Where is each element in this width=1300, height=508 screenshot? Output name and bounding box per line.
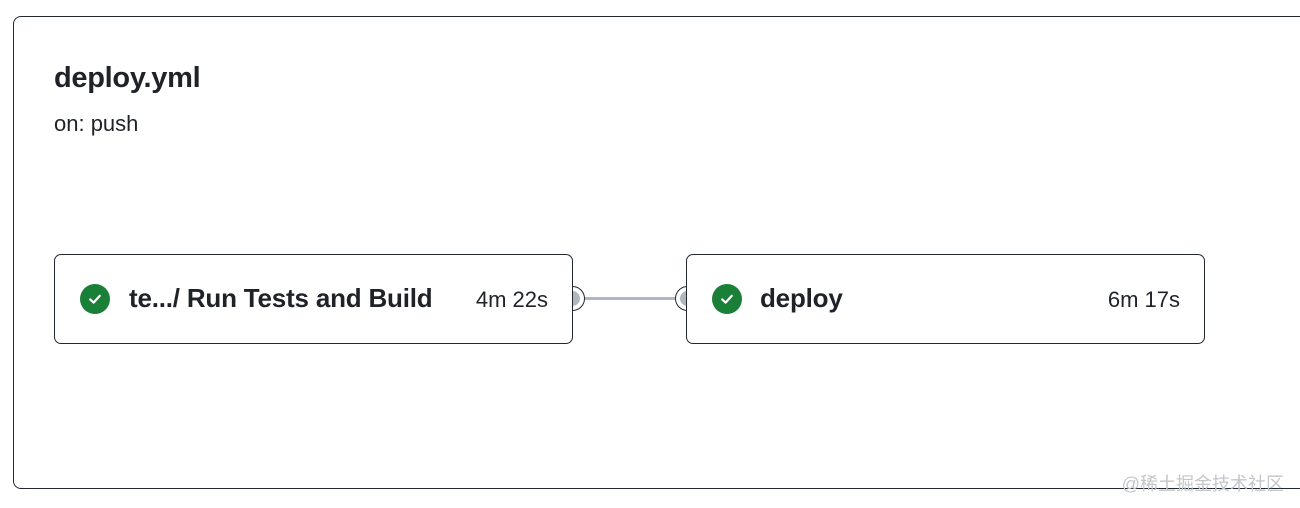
job-name: deploy (760, 283, 843, 313)
job-dependency-connector (580, 297, 680, 300)
job-card-run-tests-and-build[interactable]: te.../ Run Tests and Build 4m 22s (54, 254, 573, 344)
job-duration: 6m 17s (1107, 287, 1180, 312)
workflow-file-name[interactable]: deploy.yml (54, 62, 201, 94)
job-name: te.../ Run Tests and Build (129, 283, 433, 313)
check-circle-icon (80, 284, 110, 314)
job-duration: 4m 22s (475, 287, 548, 312)
check-circle-icon (712, 284, 742, 314)
workflow-panel (13, 16, 1300, 489)
watermark: @稀土掘金技术社区 (1121, 474, 1284, 494)
workflow-trigger: on: push (54, 111, 139, 136)
job-card-deploy[interactable]: deploy 6m 17s (686, 254, 1205, 344)
